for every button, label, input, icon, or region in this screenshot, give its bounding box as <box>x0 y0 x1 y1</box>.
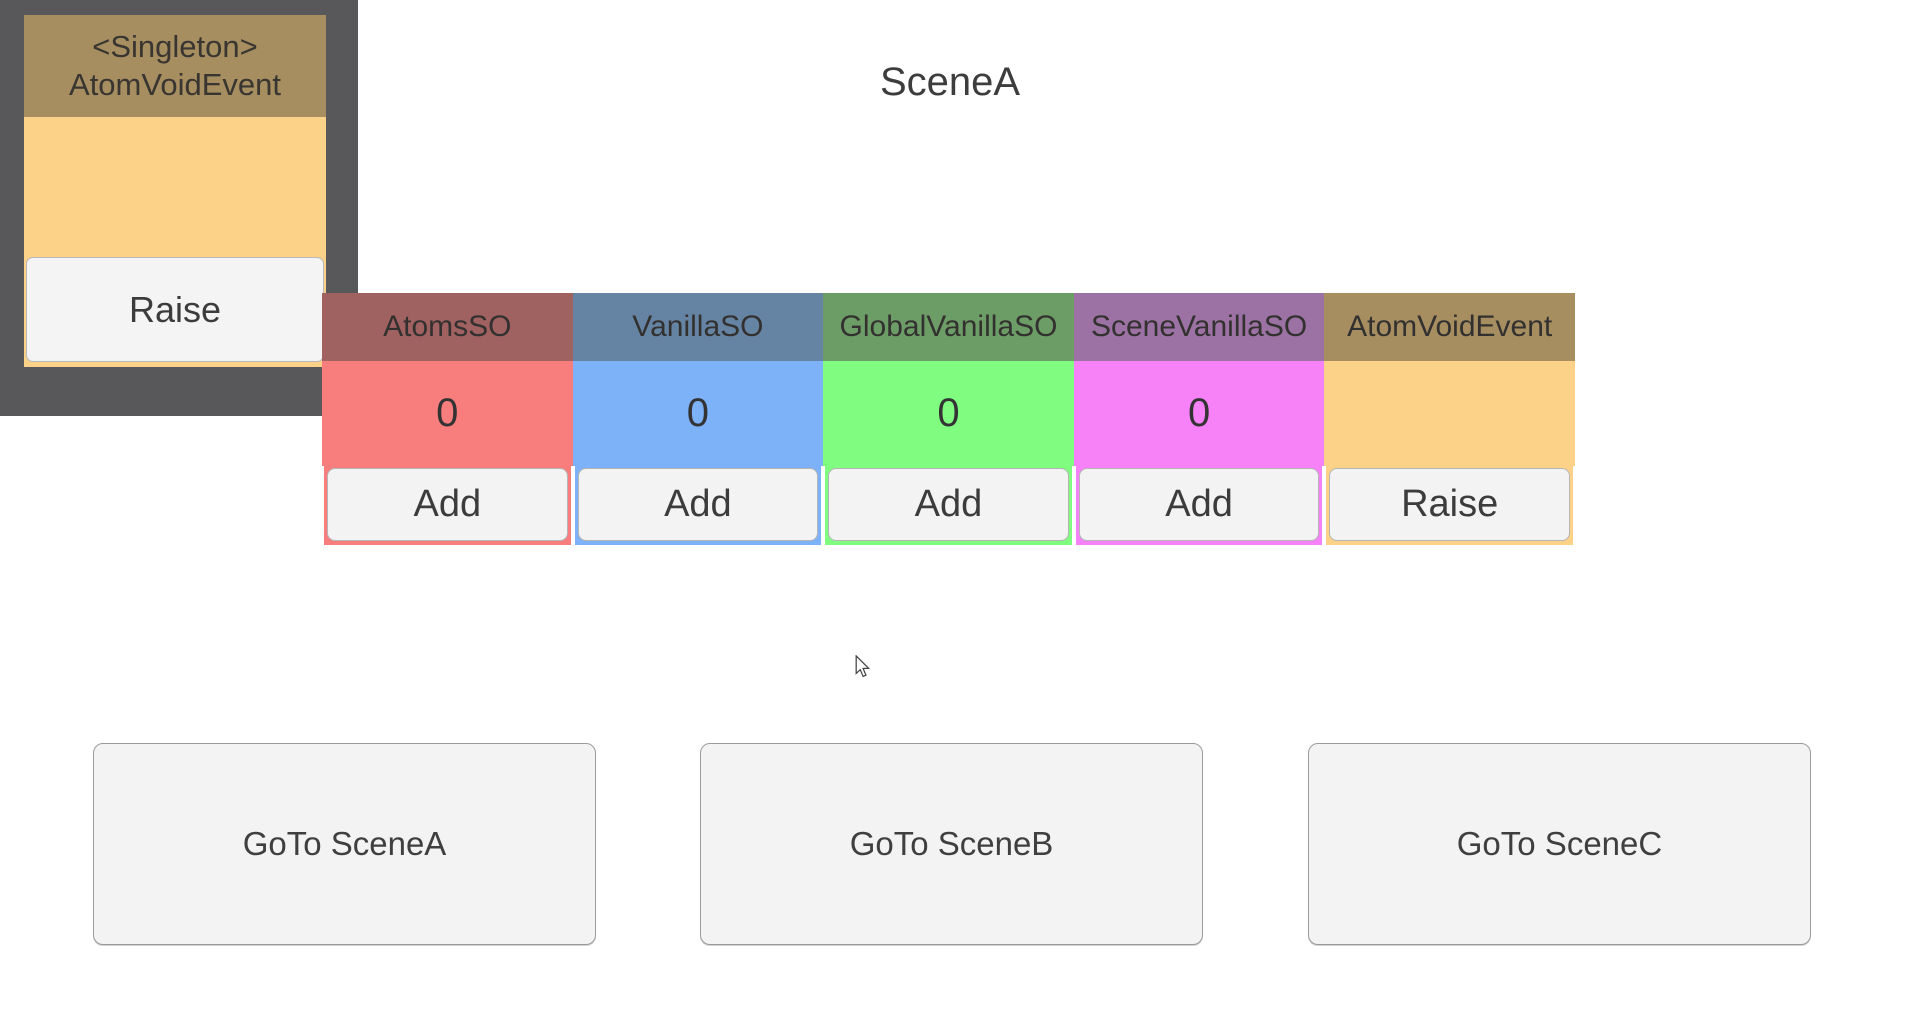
add-button[interactable]: Add <box>577 468 819 541</box>
singleton-card-header: <Singleton> AtomVoidEvent <box>24 15 326 117</box>
column-header: VanillaSO <box>572 293 824 361</box>
singleton-tag-label: <Singleton> <box>92 29 258 64</box>
column-button-frame: Raise <box>1326 466 1573 545</box>
column-header: AtomVoidEvent <box>1324 293 1575 361</box>
scene-title: SceneA <box>879 60 1021 104</box>
add-button[interactable]: Add <box>1078 468 1320 541</box>
goto-scene-a-button[interactable]: GoTo SceneA <box>93 743 596 945</box>
column-value <box>1324 361 1575 466</box>
add-button[interactable]: Add <box>828 468 1069 541</box>
column-value: 0 <box>823 361 1074 466</box>
goto-scene-c-button[interactable]: GoTo SceneC <box>1308 743 1811 945</box>
column-value: 0 <box>1073 361 1325 466</box>
column-value: 0 <box>322 361 573 466</box>
column-value: 0 <box>572 361 824 466</box>
column-scene-vanilla-so: SceneVanillaSO 0 Add <box>1073 293 1325 545</box>
add-button[interactable]: Add <box>327 468 568 541</box>
column-atoms-so: AtomsSO 0 Add <box>322 293 573 545</box>
column-header: GlobalVanillaSO <box>823 293 1074 361</box>
singleton-event-card: <Singleton> AtomVoidEvent Raise <box>24 15 326 367</box>
counter-columns: AtomsSO 0 Add VanillaSO 0 Add GlobalVani… <box>322 293 1575 545</box>
column-button-frame: Add <box>825 466 1072 545</box>
column-global-vanilla-so: GlobalVanillaSO 0 Add <box>823 293 1074 545</box>
mouse-cursor-icon <box>855 655 871 678</box>
column-atom-void-event: AtomVoidEvent Raise <box>1324 293 1575 545</box>
column-button-frame: Add <box>1075 466 1323 545</box>
column-button-frame: Add <box>324 466 571 545</box>
singleton-type-label: AtomVoidEvent <box>69 67 281 102</box>
column-button-frame: Add <box>574 466 822 545</box>
singleton-card-body <box>24 117 326 256</box>
goto-scene-b-button[interactable]: GoTo SceneB <box>700 743 1203 945</box>
column-header: AtomsSO <box>322 293 573 361</box>
raise-button[interactable]: Raise <box>1329 468 1570 541</box>
singleton-button-frame: Raise <box>24 256 326 367</box>
column-vanilla-so: VanillaSO 0 Add <box>572 293 824 545</box>
singleton-overlay-panel: <Singleton> AtomVoidEvent Raise <box>0 0 358 416</box>
column-header: SceneVanillaSO <box>1073 293 1325 361</box>
singleton-raise-button[interactable]: Raise <box>26 257 324 362</box>
